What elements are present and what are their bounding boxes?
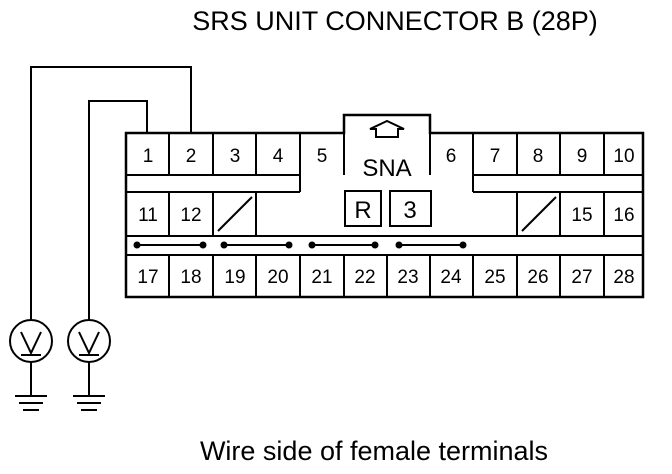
pin-label: 21: [311, 267, 332, 288]
connector-outline: [124, 113, 645, 299]
probe-wire-1: [30, 66, 192, 320]
blank-cavity-13: [217, 196, 253, 232]
pin-label: 10: [613, 146, 634, 167]
pin-label: 28: [613, 267, 634, 288]
lock-label: SNA: [362, 155, 411, 182]
pin-label: 6: [446, 146, 457, 167]
pin-label: 12: [180, 205, 201, 226]
pin-label: 8: [533, 146, 544, 167]
pin-label: 26: [527, 267, 548, 288]
pin-label: 25: [484, 267, 505, 288]
mark-label: R: [354, 197, 371, 224]
pin-label: 2: [186, 146, 197, 167]
voltmeter-2-icon: [67, 319, 111, 411]
pin-label: 4: [273, 146, 284, 167]
pin-label: 22: [354, 267, 375, 288]
lock-arrow-icon: [369, 119, 405, 138]
pin-label: 9: [577, 146, 588, 167]
probe-wire-2: [88, 100, 148, 320]
pin-label: 20: [267, 267, 288, 288]
pin-label: 19: [224, 267, 245, 288]
mark-box-r: [344, 190, 382, 227]
diagram-caption: Wire side of female terminals: [199, 436, 549, 466]
pin-label: 17: [137, 267, 158, 288]
mark-label: 3: [403, 197, 416, 224]
pin-label: 7: [490, 146, 501, 167]
pin-label: 11: [138, 205, 158, 226]
pin-label: 24: [440, 267, 462, 288]
pin-label: 23: [397, 267, 418, 288]
blank-cavity-14: [521, 196, 557, 232]
pin-label: 3: [230, 146, 241, 167]
pin-label: 5: [317, 146, 328, 167]
diagram-title: SRS UNIT CONNECTOR B (28P): [192, 6, 598, 36]
pin-label: 1: [143, 146, 154, 167]
mark-box-3: [389, 190, 432, 227]
pin-label: 27: [571, 267, 592, 288]
pin-label: 15: [571, 205, 592, 226]
pin-label: 18: [180, 267, 201, 288]
voltmeter-1-icon: [9, 319, 53, 411]
pin-label: 16: [613, 205, 634, 226]
